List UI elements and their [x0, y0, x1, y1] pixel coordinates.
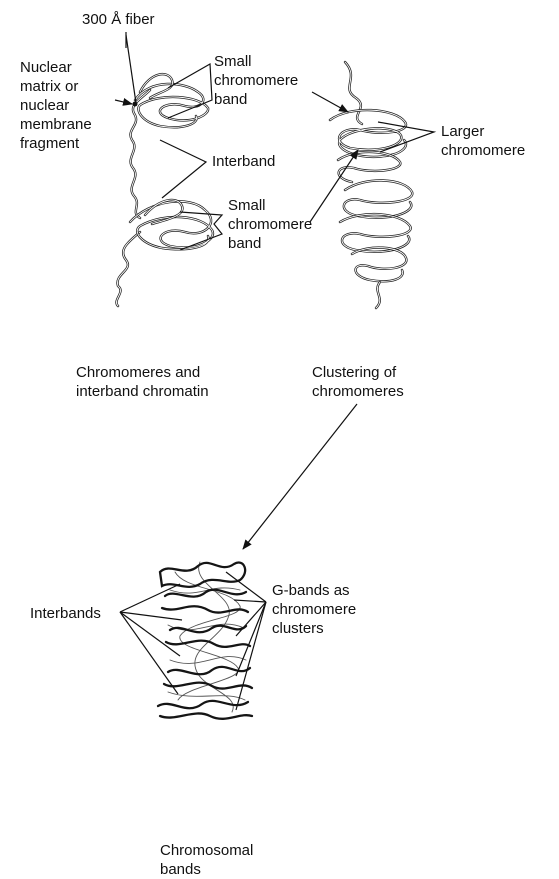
caption-left: Chromomeres and interband chromatin — [76, 363, 209, 401]
larger-chromomere-label: Larger chromomere — [441, 122, 525, 160]
fiber-label: 300 Å fiber — [82, 10, 155, 29]
nuclear-matrix-arrow — [115, 100, 132, 104]
gbands-pointer-4 — [236, 602, 266, 676]
clustering-to-bands-arrow — [243, 404, 357, 549]
fiber-pointer — [126, 35, 136, 103]
left-upper-chromomere — [135, 74, 208, 127]
interband-label: Interband — [212, 152, 275, 171]
chromosomal-bands — [158, 562, 252, 719]
gbands-pointer-2 — [234, 600, 266, 602]
gbands-label: G-bands as chromomere clusters — [272, 581, 356, 638]
small-band-top-label: Small chromomere band — [214, 52, 298, 109]
gbands-pointer-1 — [226, 572, 266, 602]
right-clustered-chromatin — [330, 62, 412, 308]
interbands-pointer-1 — [120, 584, 180, 612]
nuclear-matrix-dot — [133, 102, 138, 107]
interband-bracket — [160, 140, 206, 198]
small-band-top-bracket — [168, 64, 212, 118]
left-chromatin-fiber — [116, 90, 150, 306]
interbands-label: Interbands — [30, 604, 101, 623]
caption-right: Clustering of chromomeres — [312, 363, 404, 401]
caption-bottom: Chromosomal bands — [160, 841, 253, 879]
larger-chromomere-arrow-top — [312, 92, 348, 112]
nuclear-matrix-label: Nuclear matrix or nuclear membrane fragm… — [20, 58, 92, 153]
interbands-pointer-4 — [120, 612, 178, 694]
small-band-bottom-label: Small chromomere band — [228, 196, 312, 253]
